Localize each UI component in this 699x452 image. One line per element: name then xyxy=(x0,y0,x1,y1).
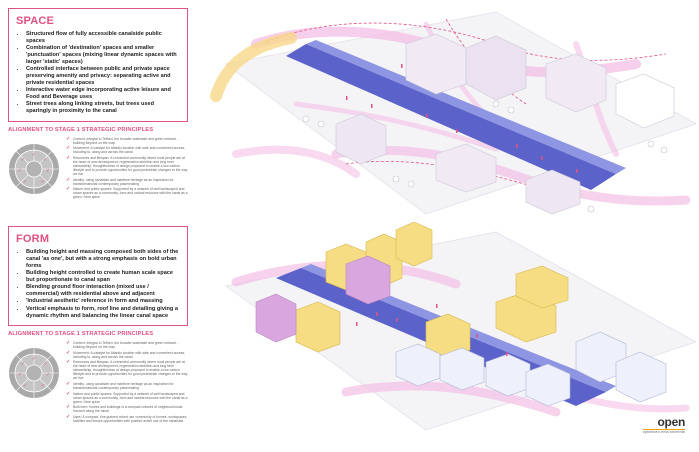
check-icon: ✓ xyxy=(66,349,71,356)
space-title: SPACE xyxy=(16,15,55,27)
check-icon: ✓ xyxy=(66,404,71,411)
list-item: ✓Identity: using canalside and maritime … xyxy=(66,381,174,391)
space-bullets: Structured flow of fully accessible cana… xyxy=(16,31,180,115)
buildings xyxy=(335,33,675,215)
list-item: Vertical emphasis to form, roof line and… xyxy=(26,306,180,320)
form-summary-box: FORM Building height and massing compose… xyxy=(8,226,188,326)
list-item: Combination of 'destination' spaces and … xyxy=(26,45,180,65)
trees xyxy=(302,100,668,213)
space-axonometric-diagram xyxy=(210,11,696,215)
canal xyxy=(286,40,626,190)
logo-underline xyxy=(642,429,685,430)
svg-text:✓: ✓ xyxy=(43,157,47,163)
yellow-green-route xyxy=(210,32,297,102)
logo-wordmark: open xyxy=(657,415,686,429)
check-icon: ✓ xyxy=(66,154,71,161)
principles-dial-icon: ✓✓✓ ✓✓✓ ✓ xyxy=(9,143,59,194)
check-icon: ✓ xyxy=(66,340,71,347)
svg-text:✓: ✓ xyxy=(32,152,36,158)
list-item: ✓Movement: A catalyst for Atlantic locat… xyxy=(66,145,186,155)
space-panel: SPACE Structured flow of fully accessibl… xyxy=(8,8,188,201)
people xyxy=(346,64,578,173)
list-item: ✓Movement: A catalyst for Atlantic locat… xyxy=(66,349,186,359)
svg-text:✓: ✓ xyxy=(18,372,22,378)
check-icon: ✓ xyxy=(66,135,71,142)
svg-text:✓: ✓ xyxy=(43,361,47,367)
list-item: ✓Identity: using canalside and maritime … xyxy=(66,176,174,186)
svg-text:✓: ✓ xyxy=(21,361,25,367)
list-item: Interactive water edge incorporating act… xyxy=(26,87,180,101)
form-title: FORM xyxy=(16,233,50,245)
svg-text:✓: ✓ xyxy=(41,383,45,389)
principles-dial-icon: ✓✓✓ ✓✓✓ ✓ xyxy=(9,347,59,398)
list-item: ✓Built form: homes and buildings in a co… xyxy=(66,404,183,414)
form-bullets: Building height and massing composed bot… xyxy=(16,249,180,319)
svg-text:✓: ✓ xyxy=(23,383,27,389)
list-item: Street trees along linking streets, but … xyxy=(26,101,180,115)
white-buildings xyxy=(395,331,667,407)
svg-text:✓: ✓ xyxy=(46,372,50,378)
form-alignment: ✓✓✓ ✓✓✓ ✓ ✓Context: integral to Telford,… xyxy=(8,341,188,424)
check-icon: ✓ xyxy=(66,381,71,388)
check-icon: ✓ xyxy=(66,145,71,152)
svg-text:✓: ✓ xyxy=(46,168,50,174)
svg-text:✓: ✓ xyxy=(18,168,22,174)
open-logo: open optimised environments xyxy=(642,415,686,434)
list-item: ✓Uses: A compact, fine grained mixed use… xyxy=(66,413,188,423)
list-item: ✓Resources and lifespan: A connected com… xyxy=(66,154,188,177)
list-item: ✓Resources and lifespan: A connected com… xyxy=(66,359,188,381)
list-item: ✓Context: integral to Telford, the broad… xyxy=(66,340,179,350)
yellow-buildings xyxy=(295,222,569,359)
list-item: ✓Nature and public spaces: Supported by … xyxy=(66,186,188,200)
check-icon: ✓ xyxy=(66,390,71,397)
pink-buildings xyxy=(255,255,391,343)
form-alignment-title: ALIGNMENT TO STAGE 1 STRATEGIC PRINCIPLE… xyxy=(8,330,154,337)
list-item: 'Industrial aesthetic' reference in form… xyxy=(26,298,180,305)
space-alignment-title: ALIGNMENT TO STAGE 1 STRATEGIC PRINCIPLE… xyxy=(8,126,154,133)
check-icon: ✓ xyxy=(66,359,71,366)
form-panel: FORM Building height and massing compose… xyxy=(8,226,188,424)
list-item: Building height controlled to create hum… xyxy=(26,270,180,284)
list-item: Controlled interface between public and … xyxy=(26,66,180,86)
space-principles: ✓Context: integral to Telford, the broad… xyxy=(66,135,188,201)
check-icon: ✓ xyxy=(66,176,71,183)
check-icon: ✓ xyxy=(66,413,71,420)
people xyxy=(356,304,508,356)
list-item: Building height and massing composed bot… xyxy=(26,249,180,269)
svg-text:✓: ✓ xyxy=(41,179,45,185)
form-principles: ✓Context: integral to Telford, the broad… xyxy=(66,341,188,424)
list-item: ✓Context: integral to Telford, the broad… xyxy=(66,135,179,145)
list-item: Structured flow of fully accessible cana… xyxy=(26,31,180,45)
svg-text:✓: ✓ xyxy=(23,179,27,185)
space-summary-box: SPACE Structured flow of fully accessibl… xyxy=(8,8,188,122)
logo-tagline: optimised environments xyxy=(642,430,685,434)
check-icon: ✓ xyxy=(66,186,71,193)
list-item: ✓Nature and public spaces: Supported by … xyxy=(66,390,188,404)
svg-text:✓: ✓ xyxy=(32,356,36,362)
list-item: Blending ground floor interaction (mixed… xyxy=(26,284,180,298)
svg-text:✓: ✓ xyxy=(21,157,25,163)
space-alignment: ✓✓✓ ✓✓✓ ✓ ✓Context: integral to Telford,… xyxy=(8,135,188,201)
form-axonometric-diagram xyxy=(224,222,696,431)
